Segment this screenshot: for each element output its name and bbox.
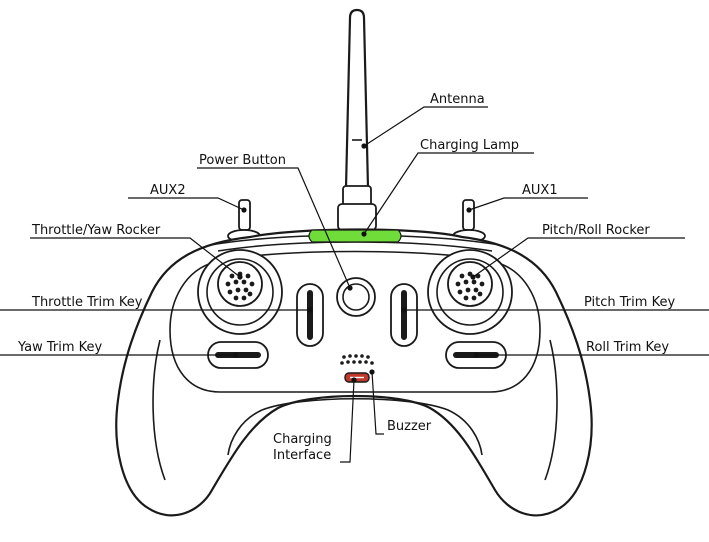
throttle-trim-key xyxy=(296,283,324,347)
label-aux2: AUX2 xyxy=(150,183,186,198)
throttle-yaw-rocker xyxy=(197,249,283,335)
power-button xyxy=(336,277,376,317)
label-antenna: Antenna xyxy=(430,92,485,107)
label-buzzer: Buzzer xyxy=(387,419,432,434)
leader-lines xyxy=(0,106,709,463)
label-throttle-trim-key: Throttle Trim Key xyxy=(31,295,143,310)
label-aux1: AUX1 xyxy=(522,183,558,198)
label-charging-interface-line2: Interface xyxy=(273,448,331,463)
label-throttle-yaw-rocker: Throttle/Yaw Rocker xyxy=(31,223,161,238)
label-roll-trim-key: Roll Trim Key xyxy=(586,340,669,355)
label-charging-lamp: Charging Lamp xyxy=(420,138,519,153)
pitch-trim-key xyxy=(390,283,418,347)
buzzer-holes xyxy=(340,354,374,365)
label-yaw-trim-key: Yaw Trim Key xyxy=(17,340,103,355)
antenna xyxy=(337,8,377,231)
pitch-roll-rocker xyxy=(427,249,513,335)
charging-port xyxy=(344,372,370,383)
labels: Antenna Charging Lamp Power Button AUX2 … xyxy=(17,92,675,463)
label-charging-interface-line1: Charging xyxy=(273,432,332,447)
charging-lamp xyxy=(308,229,402,243)
label-pitch-trim-key: Pitch Trim Key xyxy=(584,295,675,310)
controller-illustration xyxy=(115,8,593,517)
label-pitch-roll-rocker: Pitch/Roll Rocker xyxy=(542,223,650,238)
label-power-button: Power Button xyxy=(199,153,286,168)
